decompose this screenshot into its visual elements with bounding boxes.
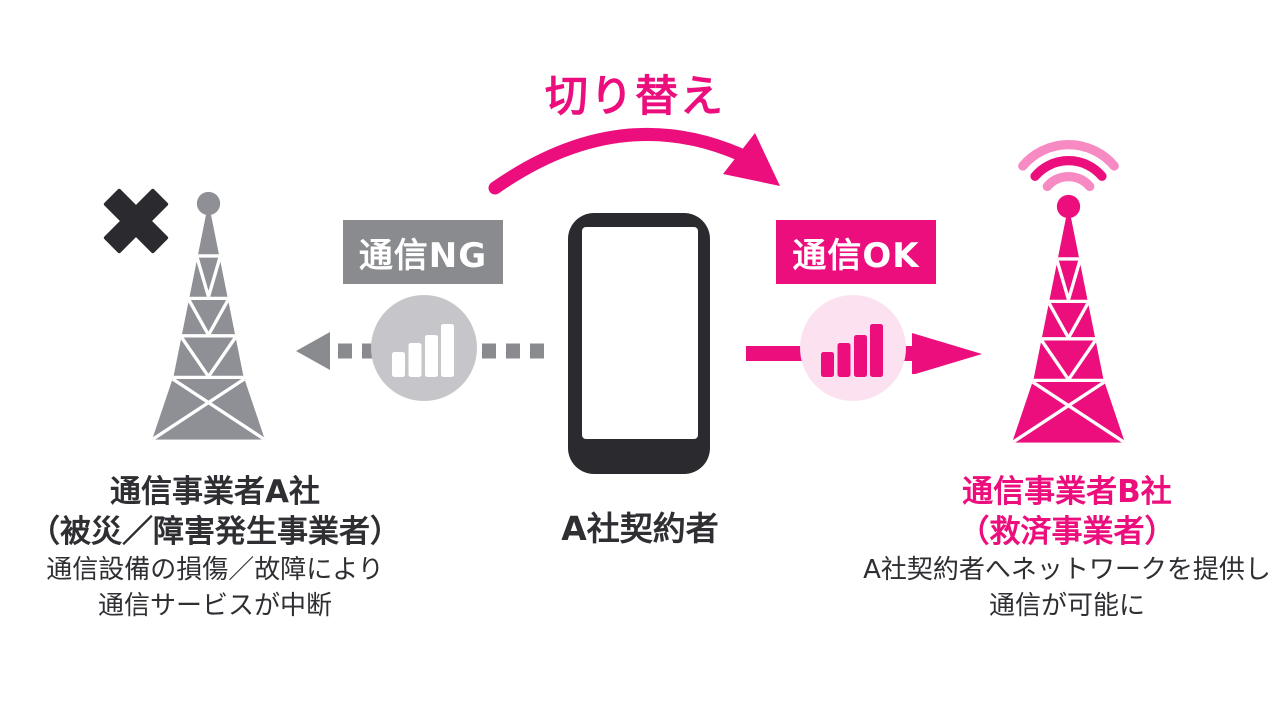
carrier-a-description-line1: 通信設備の損傷／故障により: [46, 555, 384, 585]
status-badge-ng: 通信NG: [343, 220, 503, 284]
carrier-a-name: 通信事業者A社: [110, 474, 320, 510]
carrier-a-role: （被災／障害発生事業者）: [29, 514, 401, 550]
carrier-b-name: 通信事業者B社: [962, 474, 1172, 510]
switch-label: 切り替え: [545, 72, 725, 122]
x-icon: [103, 188, 169, 254]
tower-a-icon: [151, 191, 266, 440]
carrier-b-description-line1: A社契約者へネットワークを提供し: [863, 555, 1271, 585]
carrier-a-description-line2: 通信サービスが中断: [97, 591, 332, 621]
switch-curved-arrow-icon: [488, 127, 780, 195]
signal-bars-ok-icon: [821, 324, 883, 377]
carrier-b-description-line2: 通信が可能に: [988, 591, 1145, 621]
signal-circle-ng: [371, 295, 477, 401]
carrier-b-caption: 通信事業者B社 （救済事業者） A社契約者へネットワークを提供し 通信が可能に: [857, 472, 1277, 624]
radio-waves-icon: [1018, 140, 1119, 192]
status-badge-ok: 通信OK: [776, 220, 936, 284]
carrier-b-role: （救済事業者）: [958, 514, 1176, 550]
signal-circle-ok: [800, 295, 906, 401]
tower-b-icon: [1011, 194, 1126, 443]
subscriber-label: A社契約者: [561, 509, 719, 548]
signal-bars-ng-icon: [392, 324, 454, 377]
carrier-a-caption: 通信事業者A社 （被災／障害発生事業者） 通信設備の損傷／故障により 通信サービ…: [10, 472, 420, 624]
smartphone-icon: [568, 213, 710, 474]
smartphone-screen: [582, 227, 698, 439]
